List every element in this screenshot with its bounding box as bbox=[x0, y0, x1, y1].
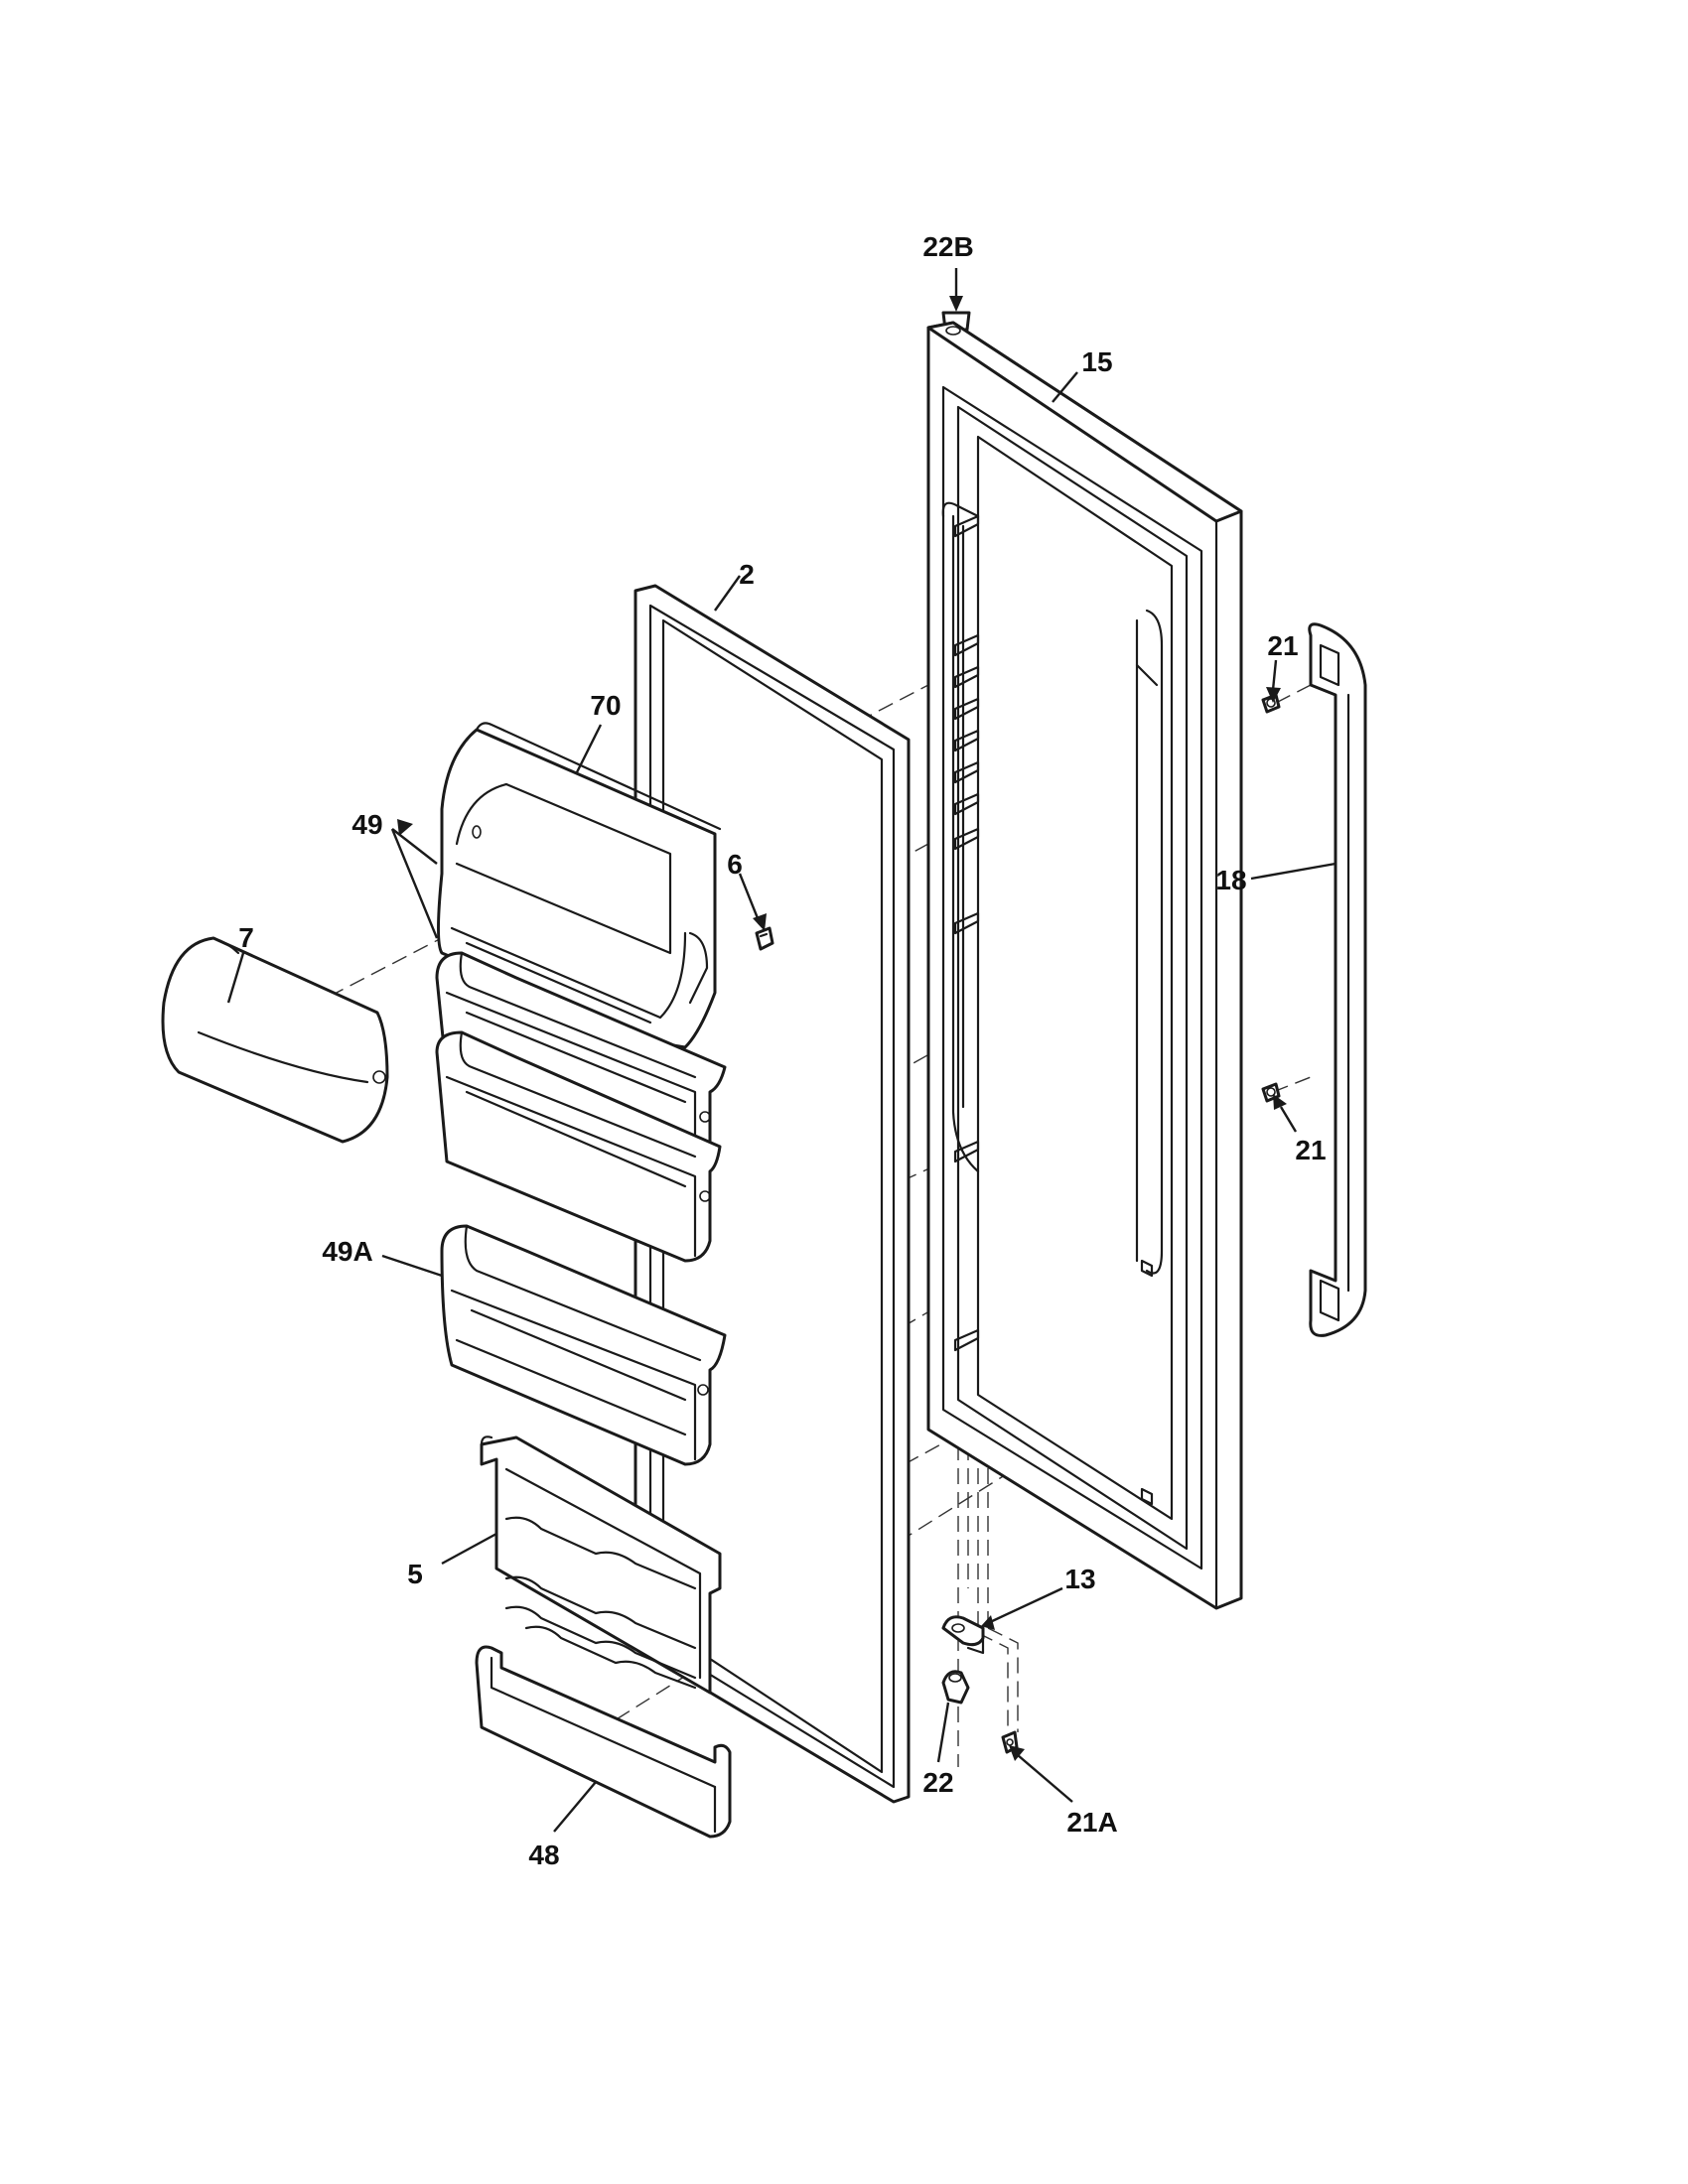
part-6-clip bbox=[755, 926, 774, 951]
door-shelf-pegs bbox=[953, 514, 1154, 1506]
callout-48: 48 bbox=[528, 1840, 559, 1870]
part-49A-large-bin bbox=[440, 1224, 727, 1466]
part-18-handle bbox=[1308, 622, 1367, 1337]
callout-15: 15 bbox=[1081, 346, 1112, 377]
callout-5: 5 bbox=[407, 1559, 423, 1589]
part-22-bushing bbox=[941, 1670, 970, 1705]
callout-13: 13 bbox=[1064, 1564, 1095, 1594]
part-49-bin-lower bbox=[435, 1030, 722, 1263]
callout-2: 2 bbox=[739, 559, 755, 590]
callout-21A: 21A bbox=[1066, 1807, 1117, 1838]
part-70-upper-bin bbox=[437, 722, 722, 1049]
callout-18: 18 bbox=[1215, 865, 1246, 895]
callout-49: 49 bbox=[352, 809, 382, 840]
callout-6: 6 bbox=[727, 849, 743, 880]
callout-70: 70 bbox=[590, 690, 621, 721]
callout-21-bottom: 21 bbox=[1295, 1135, 1326, 1165]
callout-7: 7 bbox=[238, 922, 254, 953]
callout-21-top: 21 bbox=[1267, 630, 1298, 661]
callout-labels: 22B 15 2 70 21 6 7 18 49 21 49A 5 13 22 … bbox=[238, 231, 1326, 1870]
part-13-hinge-bracket bbox=[941, 1615, 985, 1655]
callout-22: 22 bbox=[922, 1767, 953, 1798]
part-48-bottom-bin bbox=[475, 1645, 732, 1839]
part-15-door bbox=[926, 321, 1243, 1610]
callout-49A: 49A bbox=[322, 1236, 372, 1267]
part-5-can-rack bbox=[480, 1435, 722, 1695]
leader-lines bbox=[226, 268, 1336, 1833]
callout-22B: 22B bbox=[922, 231, 973, 262]
part-7-dairy-cover bbox=[161, 936, 389, 1144]
